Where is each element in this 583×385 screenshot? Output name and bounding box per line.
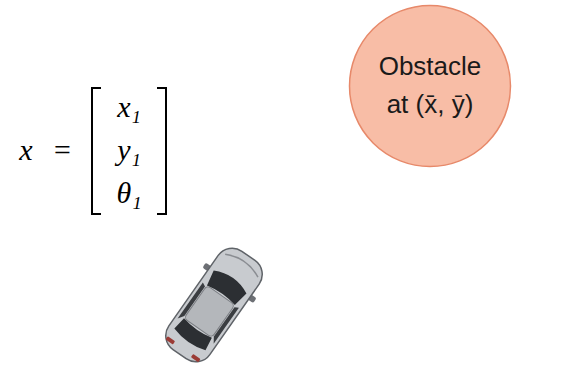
vector-entry: x₁ xyxy=(104,90,154,123)
obstacle-outline xyxy=(348,4,514,170)
vector-entry: y₁ xyxy=(104,133,154,166)
left-bracket xyxy=(92,88,101,214)
vector-entry: θ₁ xyxy=(104,176,154,209)
obstacle-shape xyxy=(350,6,511,167)
node-text: Obstacle at (x̄, ȳ) xyxy=(370,48,490,123)
car-icon xyxy=(154,238,274,372)
vector-symbol: x xyxy=(14,133,38,166)
obstacle-circle: Obstacle at (x̄, ȳ) xyxy=(348,4,512,168)
right-bracket xyxy=(157,88,166,214)
equals-sign: = xyxy=(48,133,76,166)
